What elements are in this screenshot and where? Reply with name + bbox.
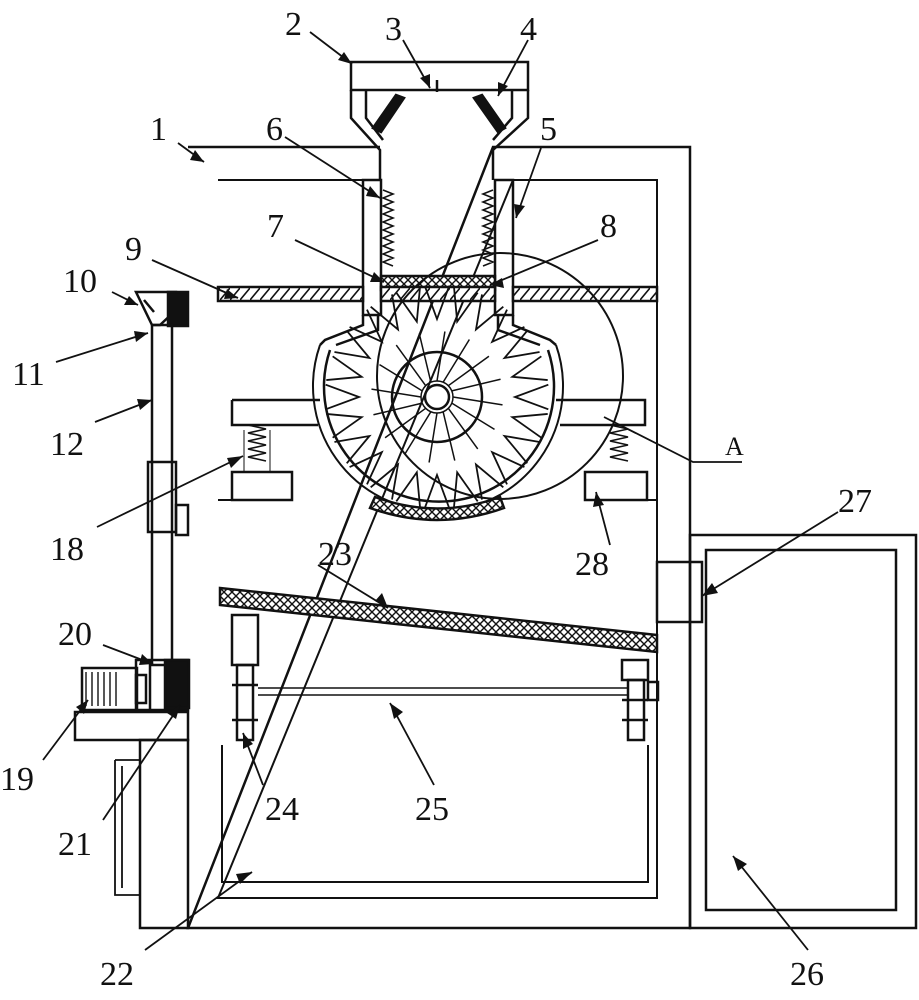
label-18: 18 xyxy=(50,531,84,568)
rotor-tooth xyxy=(474,294,504,332)
rotor-spoke xyxy=(436,331,446,382)
rotor-spoke xyxy=(451,402,495,431)
detail-circle-a xyxy=(376,252,624,500)
rotor-spoke xyxy=(452,396,503,406)
rotor-tooth xyxy=(395,286,421,325)
rotor-spoke xyxy=(447,407,479,450)
label-23: 23 xyxy=(318,536,352,573)
arrow-heads xyxy=(76,52,747,884)
rotor-spoke xyxy=(442,339,471,383)
rotor-tooth xyxy=(370,294,400,332)
rotor-tooth xyxy=(334,330,372,360)
rotor-tooth xyxy=(423,472,451,509)
hopper xyxy=(349,60,530,180)
rotor-tooth xyxy=(334,434,372,464)
label-12: 12 xyxy=(50,426,84,463)
right-bracket xyxy=(556,398,649,502)
label-3: 3 xyxy=(385,11,402,48)
label-1: 1 xyxy=(150,111,167,148)
rotor-tooth xyxy=(325,383,362,411)
threaded-rod xyxy=(216,285,659,303)
crushing-chamber xyxy=(312,315,564,522)
rotor-tooth xyxy=(423,285,451,322)
rotor-spoke xyxy=(428,412,438,463)
rotor-tooth xyxy=(490,309,525,344)
label-19: 19 xyxy=(0,761,34,798)
rotor-spoke xyxy=(447,355,490,387)
label-11: 11 xyxy=(12,356,45,393)
left-drive xyxy=(73,290,191,930)
label-9: 9 xyxy=(125,231,142,268)
label-4: 4 xyxy=(520,11,537,48)
label-7: 7 xyxy=(267,208,284,245)
label-6: 6 xyxy=(266,111,283,148)
label-24: 24 xyxy=(265,791,299,828)
rotor-tooth xyxy=(502,330,540,360)
rotor-spoke xyxy=(395,344,427,387)
label-25: 25 xyxy=(415,791,449,828)
outlet-pipe xyxy=(655,560,704,624)
rotor-spoke xyxy=(418,333,432,383)
rotor-spoke xyxy=(379,363,423,392)
label-8: 8 xyxy=(600,208,617,245)
label-28: 28 xyxy=(575,546,609,583)
rotor-tooth xyxy=(349,450,384,485)
inclined-screen xyxy=(218,586,659,654)
rotor-spokes xyxy=(371,331,503,463)
part-labels: 2 3 4 1 6 5 7 8 9 10 11 12 18 23 28 27 2… xyxy=(0,6,872,993)
rotor-spoke xyxy=(371,388,422,398)
label-20: 20 xyxy=(58,616,92,653)
rotor-tooth xyxy=(509,413,548,439)
rotor-tooth xyxy=(395,469,421,508)
rotor-tooth xyxy=(370,462,400,500)
rotor-tooth xyxy=(502,434,540,464)
rotor-tooth xyxy=(453,286,479,325)
rotor-tooth xyxy=(474,462,504,500)
label-2: 2 xyxy=(285,6,302,43)
rotor-tooth xyxy=(453,469,479,508)
outer-rotor-teeth xyxy=(325,285,549,509)
rotor-tooth xyxy=(326,413,365,439)
label-5: 5 xyxy=(540,111,557,148)
rotor-tooth xyxy=(490,450,525,485)
left-bracket xyxy=(230,398,320,502)
label-A: A xyxy=(725,432,744,461)
rotor-spoke xyxy=(451,378,501,392)
collection-box xyxy=(688,533,918,930)
rotor-tooth xyxy=(512,383,549,411)
rotor-spoke xyxy=(403,411,432,455)
label-21: 21 xyxy=(58,826,92,863)
collection-bin xyxy=(221,745,649,883)
label-22: 22 xyxy=(100,956,134,993)
label-26: 26 xyxy=(790,956,824,993)
label-27: 27 xyxy=(838,483,872,520)
rotor-spoke xyxy=(373,402,423,416)
rotor-tooth xyxy=(509,355,548,381)
label-10: 10 xyxy=(63,263,97,300)
rotor-tooth xyxy=(326,355,365,381)
rotor-spoke xyxy=(442,411,456,461)
